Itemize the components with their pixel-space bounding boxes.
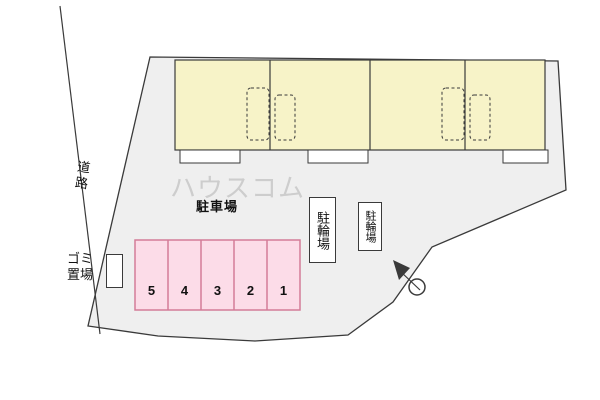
entrance-porch [307, 149, 369, 164]
entrance-porch [502, 149, 549, 164]
stall-number: 1 [279, 283, 288, 298]
garbage-storage-label-line1: ゴミ [67, 251, 94, 266]
parking-stalls-area [134, 239, 301, 311]
bicycle-parking-label-2: 駐輪場 [364, 210, 376, 243]
stair-symbol [441, 87, 491, 141]
stall-number: 5 [147, 283, 156, 298]
north-arrow-icon [393, 260, 426, 296]
road-edge-line [59, 5, 101, 335]
bicycle-parking-box-1: 駐輪場 [309, 197, 336, 263]
bicycle-parking-box-2: 駐輪場 [358, 202, 382, 251]
entrance-porch [179, 149, 241, 164]
stall-number: 3 [213, 283, 222, 298]
garbage-storage-box [106, 254, 123, 288]
parking-lot-label: 駐車場 [196, 199, 239, 214]
stall-number: 2 [246, 283, 255, 298]
garbage-storage-label-line2: 置場 [67, 267, 94, 282]
stall-number: 4 [180, 283, 189, 298]
bicycle-parking-label-1: 駐輪場 [315, 210, 330, 250]
garbage-storage-label: ゴミ 置場 [67, 251, 93, 283]
building-footprint [174, 59, 546, 151]
stair-symbol [246, 87, 296, 141]
